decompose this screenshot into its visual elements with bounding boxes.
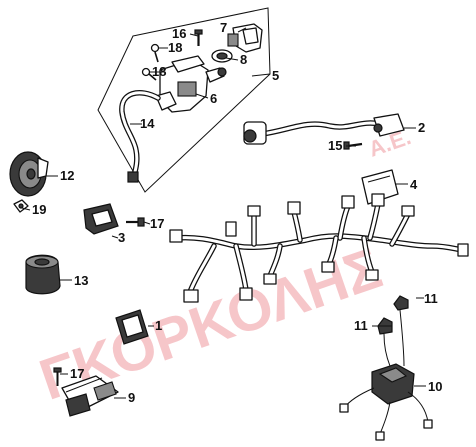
part-2-sensor xyxy=(243,113,405,145)
callout-9: 9 xyxy=(128,390,135,405)
part-13-rubber-mount xyxy=(25,254,61,295)
callout-7: 7 xyxy=(220,20,227,35)
part-3-relay xyxy=(83,203,119,235)
callout-17-right: 17 xyxy=(150,216,164,231)
callout-1: 1 xyxy=(155,318,162,333)
part-14-cable xyxy=(119,90,161,183)
part-1-flasher xyxy=(115,309,149,345)
part-6-ignition-switch xyxy=(155,55,227,113)
part-19-bolt xyxy=(13,199,29,213)
part-17-screw-b xyxy=(53,367,62,386)
leader-lines xyxy=(21,27,426,399)
callout-11-top: 11 xyxy=(424,291,438,306)
callout-3: 3 xyxy=(118,230,125,245)
part-7-connector xyxy=(227,23,263,53)
callout-17-bottom: 17 xyxy=(70,366,84,381)
callout-11-left: 11 xyxy=(354,318,368,333)
callout-19: 19 xyxy=(32,202,46,217)
callout-16: 16 xyxy=(172,26,186,41)
callout-15: 15 xyxy=(328,138,342,153)
callout-5: 5 xyxy=(272,68,279,83)
part-8-lock-cylinder xyxy=(211,49,233,63)
part-17-screw-a xyxy=(126,217,145,227)
callout-10: 10 xyxy=(428,379,442,394)
callout-2: 2 xyxy=(418,120,425,135)
callout-6: 6 xyxy=(210,91,217,106)
callout-8: 8 xyxy=(240,52,247,67)
assembly-outline-5 xyxy=(97,7,271,193)
callout-14: 14 xyxy=(140,116,155,131)
main-wiring-harness xyxy=(169,193,469,303)
callout-4: 4 xyxy=(410,177,418,192)
callout-12: 12 xyxy=(60,168,74,183)
part-10-coil xyxy=(339,309,433,441)
part-11-cap-a xyxy=(393,295,409,311)
part-12-horn xyxy=(9,151,49,197)
callout-18-mid: 18 xyxy=(152,64,166,79)
part-4-module xyxy=(361,169,399,205)
callout-18-top: 18 xyxy=(168,40,182,55)
part-18-bolt-b xyxy=(141,67,157,81)
callout-13: 13 xyxy=(74,273,88,288)
part-16-screw xyxy=(194,29,203,46)
part-18-bolt-a xyxy=(150,43,160,63)
callout-labels: 7 16 18 8 5 18 6 14 2 15 4 12 19 3 17 13… xyxy=(32,20,442,405)
part-9-connector-block xyxy=(61,375,119,417)
